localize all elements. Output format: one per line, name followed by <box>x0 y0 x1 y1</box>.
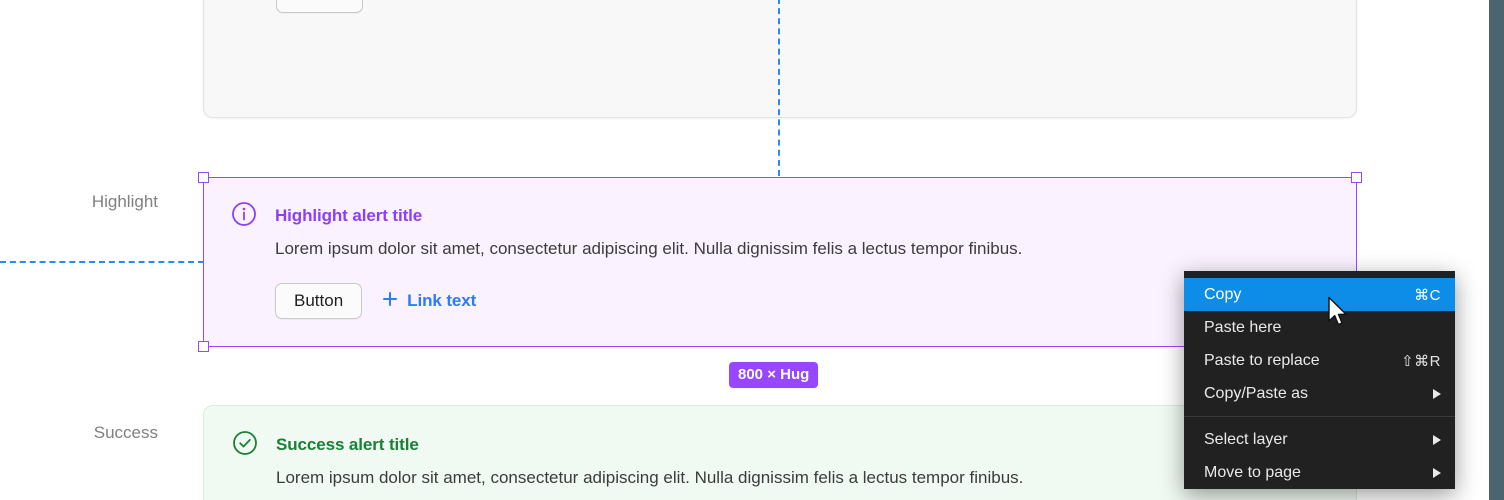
horizontal-guide <box>0 261 204 263</box>
link-label-neutral: Link text <box>408 0 477 5</box>
chevron-right-icon <box>1433 388 1441 399</box>
alert-card-success[interactable]: Success alert title Lorem ipsum dolor si… <box>203 405 1357 500</box>
plus-icon <box>382 291 398 312</box>
info-circle-icon <box>231 201 257 227</box>
chevron-right-icon <box>1433 467 1441 478</box>
row-label-highlight: Highlight <box>91 192 158 211</box>
row-label-success: Success <box>93 423 158 442</box>
context-menu-item-paste-here[interactable]: Paste here <box>1184 311 1455 344</box>
plus-icon <box>383 0 399 6</box>
alert-body-highlight: Lorem ipsum dolor sit amet, consectetur … <box>275 239 1023 258</box>
vertical-guide <box>778 0 780 176</box>
context-menu-label: Move to page <box>1204 463 1301 481</box>
context-menu-shortcut: ⇧⌘R <box>1401 352 1441 370</box>
size-badge: 800 × Hug <box>729 362 819 388</box>
check-circle-icon <box>232 430 258 456</box>
context-menu-label: Paste here <box>1204 318 1282 336</box>
context-menu-item-copy[interactable]: Copy ⌘C <box>1184 278 1455 311</box>
alert-card-highlight[interactable]: Highlight alert title Lorem ipsum dolor … <box>203 177 1357 347</box>
context-menu-label: Select layer <box>1204 430 1288 448</box>
alert-title-success: Success alert title <box>276 435 419 454</box>
alert-actions-highlight[interactable]: Button Link text <box>275 283 1329 319</box>
button-highlight[interactable]: Button <box>275 283 363 319</box>
alert-title-highlight: Highlight alert title <box>275 206 423 225</box>
context-menu-label: Copy <box>1204 285 1242 303</box>
context-menu-label: Copy/Paste as <box>1204 384 1309 402</box>
context-menu-label: Paste to replace <box>1204 351 1320 369</box>
alert-card-neutral[interactable]: Lorem ipsum dolor sit amet, consectetur … <box>203 0 1357 118</box>
chevron-right-icon <box>1433 434 1441 445</box>
right-panel-strip <box>1489 0 1504 500</box>
context-menu-item-copy-paste-as[interactable]: Copy/Paste as <box>1184 377 1455 410</box>
button-neutral[interactable]: Button <box>276 0 364 13</box>
context-menu-item-move-to-page[interactable]: Move to page <box>1184 456 1455 489</box>
context-menu-item-select-layer[interactable]: Select layer <box>1184 423 1455 456</box>
context-menu-shortcut: ⌘C <box>1414 286 1441 304</box>
context-menu-separator <box>1184 416 1455 417</box>
link-neutral[interactable]: Link text <box>383 0 477 6</box>
context-menu[interactable]: Copy ⌘C Paste here Paste to replace ⇧⌘R … <box>1184 271 1455 489</box>
link-highlight[interactable]: Link text <box>382 291 476 312</box>
alert-actions-neutral[interactable]: Button Link text <box>276 0 1328 13</box>
alert-body-success: Lorem ipsum dolor sit amet, consectetur … <box>276 468 1024 487</box>
context-menu-item-paste-to-replace[interactable]: Paste to replace ⇧⌘R <box>1184 344 1455 377</box>
link-label-highlight: Link text <box>407 291 477 310</box>
